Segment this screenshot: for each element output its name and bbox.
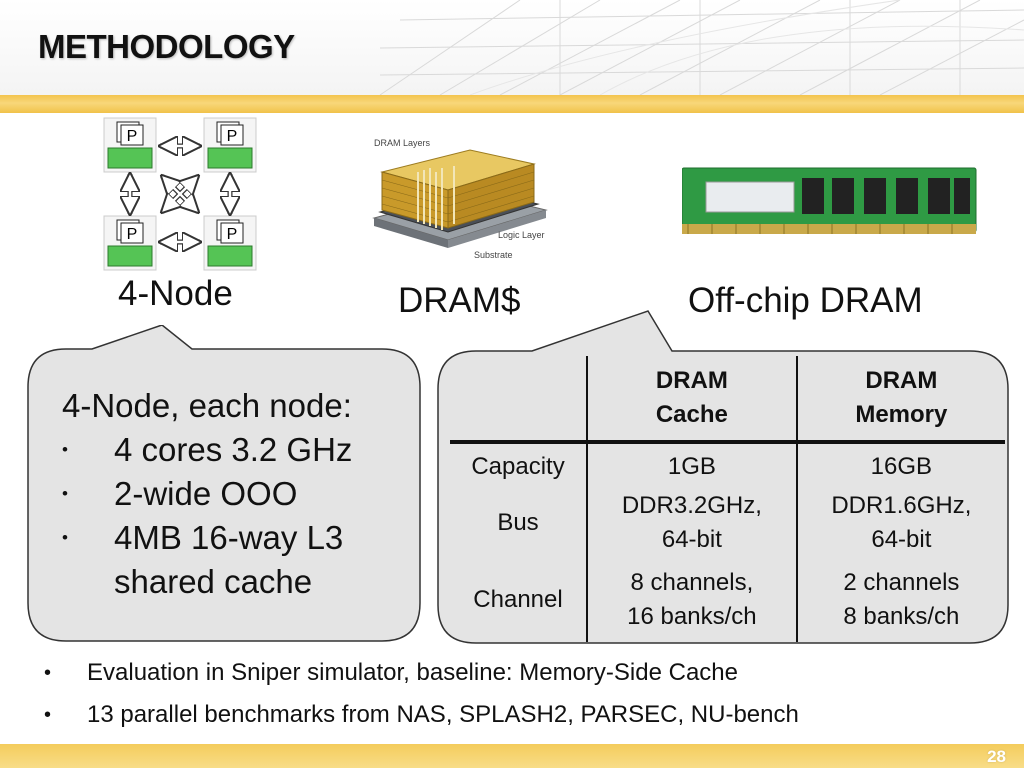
- node-spec-item: • 2-wide OOO: [62, 472, 412, 516]
- dimm-module-image: [682, 167, 977, 234]
- table-cell: DDR3.2GHz, 64-bit: [587, 488, 798, 558]
- cell-text: DDR1.6GHz,: [831, 492, 972, 519]
- dimm-label-sticker: [705, 181, 795, 213]
- table-row: Channel 8 channels, 16 banks/ch 2 channel…: [450, 558, 1005, 642]
- table-cell: 2 channels 8 banks/ch: [797, 558, 1005, 642]
- node-spec-callout: [26, 325, 422, 643]
- table-row: Capacity 1GB 16GB: [450, 442, 1005, 488]
- header-text: DRAM: [865, 367, 938, 394]
- node-spec-item-continuation: shared cache: [62, 560, 412, 604]
- processor-label: P: [127, 226, 138, 243]
- stacked-dram-image: DRAM Layers Logic Layer Substrate: [372, 138, 548, 260]
- four-node-caption: 4-Node: [118, 274, 233, 313]
- dram-comparison-table: DRAM Cache DRAM Memory Capacity 1GB 16GB B…: [450, 356, 1005, 642]
- table-header-memory: DRAM Memory: [796, 356, 1005, 444]
- table-cell: 16GB: [870, 453, 933, 480]
- substrate-label: Substrate: [474, 250, 513, 260]
- processor-label: P: [127, 128, 138, 145]
- node-spec-list: 4-Node, each node: • 4 cores 3.2 GHz • 2-w…: [62, 384, 412, 604]
- node-spec-item-text: 4MB 16-way L3: [114, 519, 344, 556]
- node-spec-item-text: shared cache: [114, 563, 313, 600]
- slide-header: METHODOLOGY: [0, 0, 1024, 95]
- header-grid-decoration: [379, 0, 1024, 95]
- bullet-item: • 13 parallel benchmarks from NAS, SPLASH…: [44, 694, 799, 736]
- header-text: Cache: [655, 401, 728, 428]
- page-number: 28: [987, 747, 1006, 766]
- node-spec-item-text: 4 cores 3.2 GHz: [114, 431, 353, 468]
- interconnect-arrows-inner: [128, 144, 232, 244]
- bullet-icon: •: [62, 484, 68, 503]
- cell-text: 64-bit: [661, 526, 722, 553]
- table-header-row: DRAM Cache DRAM Memory: [450, 356, 1005, 444]
- header-text: Memory: [855, 401, 948, 428]
- dram-layer-stack: [380, 149, 536, 230]
- node-spec-item: • 4 cores 3.2 GHz: [62, 428, 412, 472]
- table-row: Bus DDR3.2GHz, 64-bit DDR1.6GHz, 64-bit: [450, 488, 1005, 558]
- header-text: DRAM: [655, 367, 728, 394]
- node-spec-heading: 4-Node, each node:: [62, 387, 352, 424]
- node-top-left: P: [103, 117, 157, 173]
- four-node-diagram: P P P P: [103, 117, 257, 271]
- processor-label: P: [227, 128, 238, 145]
- processor-label: P: [227, 226, 238, 243]
- table-header-empty: [450, 356, 588, 444]
- bullet-icon: •: [62, 440, 68, 459]
- header-gold-band: [0, 95, 1024, 113]
- slide-title: METHODOLOGY: [38, 28, 295, 65]
- node-top-right: P: [203, 117, 257, 173]
- bullet-icon: •: [44, 704, 52, 726]
- bullet-text: Evaluation in Sniper simulator, baseline…: [87, 659, 738, 686]
- table-cell: 1GB: [587, 442, 798, 488]
- cell-text: 8 banks/ch: [843, 603, 960, 630]
- bullet-icon: •: [62, 528, 68, 547]
- dram-cache-caption: DRAM$: [398, 281, 521, 320]
- node-bottom-right: P: [203, 215, 257, 271]
- node-spec-item: • 4MB 16-way L3: [62, 516, 412, 560]
- logic-layer-label: Logic Layer: [498, 230, 545, 240]
- row-label: Channel: [450, 558, 588, 642]
- row-label: Bus: [450, 488, 588, 558]
- dram-layers-label: DRAM Layers: [374, 138, 431, 148]
- table-header-cache: DRAM Cache: [587, 356, 798, 444]
- cell-text: 64-bit: [871, 526, 932, 553]
- table-cell: DDR1.6GHz, 64-bit: [797, 488, 1005, 558]
- bottom-bullet-list: • Evaluation in Sniper simulator, baselin…: [44, 652, 799, 736]
- offchip-dram-caption: Off-chip DRAM: [688, 281, 923, 320]
- footer-gold-band: [0, 744, 1024, 768]
- table-cell: 8 channels, 16 banks/ch: [587, 558, 798, 642]
- bullet-item: • Evaluation in Sniper simulator, baselin…: [44, 652, 799, 694]
- cell-text: 8 channels,: [630, 569, 754, 596]
- cell-text: 16 banks/ch: [627, 603, 757, 630]
- row-label: Capacity: [450, 442, 588, 488]
- node-bottom-left: P: [103, 215, 157, 271]
- bullet-icon: •: [44, 662, 52, 684]
- node-spec-item-text: 2-wide OOO: [114, 475, 298, 512]
- cell-text: DDR3.2GHz,: [621, 492, 762, 519]
- cell-text: 2 channels: [843, 569, 960, 596]
- bullet-text: 13 parallel benchmarks from NAS, SPLASH2…: [87, 701, 799, 728]
